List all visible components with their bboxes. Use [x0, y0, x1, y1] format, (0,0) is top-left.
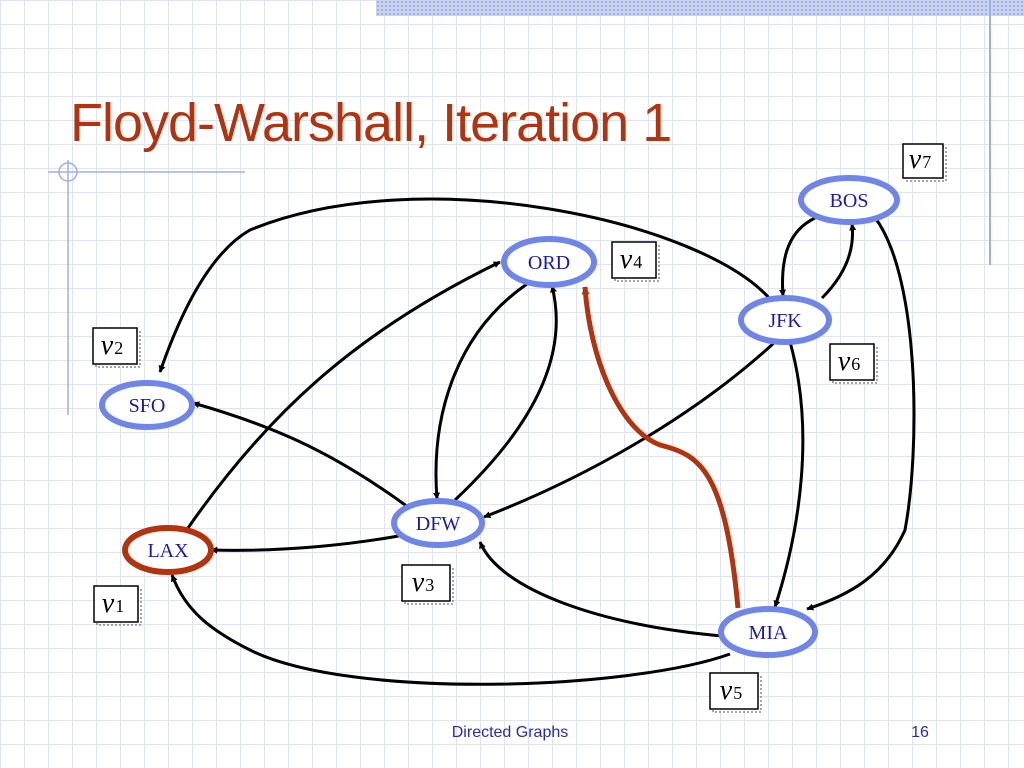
- vertex-label-jfk: v6: [829, 343, 878, 384]
- node-bos: BOS: [798, 175, 900, 225]
- node-lax-ellipse: [122, 525, 214, 575]
- edge-dfw-lax: [210, 533, 405, 554]
- node-dfw: DFW: [391, 498, 485, 548]
- node-bos-ellipse: [798, 175, 900, 225]
- node-sfo-label: SFO: [129, 395, 166, 417]
- node-ord: ORD: [501, 236, 597, 288]
- node-mia-ellipse: [718, 606, 818, 658]
- edge-bos-jfk: [779, 216, 816, 297]
- node-sfo: SFO: [99, 380, 195, 430]
- node-jfk: JFK: [738, 295, 832, 345]
- edge-ord-dfw: [433, 282, 528, 500]
- vertex-label-jfk-text: v6: [838, 346, 860, 377]
- vertex-label-mia: v5: [709, 672, 762, 713]
- edge-jfk-bos: [820, 223, 857, 300]
- node-jfk-label: JFK: [768, 310, 802, 332]
- vertex-label-lax-text: v1: [102, 588, 124, 619]
- node-dfw-ellipse: [391, 498, 485, 548]
- node-bos-label: BOS: [830, 190, 869, 212]
- edge-mia-ord: [581, 286, 741, 609]
- vertex-label-bos: v7: [902, 143, 947, 182]
- edge-bos-mia: [806, 218, 916, 611]
- edge-dfw-ord: [453, 285, 558, 502]
- page-number: 16: [911, 724, 929, 741]
- vertex-label-mia-text: v5: [720, 675, 742, 706]
- edge-lax-ord: [186, 260, 501, 529]
- top-decorative-band: [376, 0, 1024, 16]
- edge-mia-lax: [170, 574, 731, 686]
- edge-jfk-dfw: [483, 340, 777, 519]
- vertex-label-ord-text: v4: [620, 244, 642, 275]
- slide-title: Floyd-Warshall, Iteration 1: [70, 93, 672, 153]
- node-lax: LAX: [122, 525, 214, 575]
- node-ord-label: ORD: [528, 252, 570, 274]
- vertex-label-dfw: v3: [401, 564, 454, 605]
- node-dfw-label: DFW: [416, 513, 461, 535]
- node-ord-ellipse: [501, 236, 597, 288]
- vertex-label-sfo: v2: [92, 327, 141, 368]
- edge-jfk-mia: [773, 341, 805, 608]
- vertex-label-bos-text: v7: [909, 144, 931, 175]
- node-lax-label: LAX: [147, 540, 189, 562]
- vertex-label-lax: v1: [93, 585, 142, 626]
- node-sfo-ellipse: [99, 380, 195, 430]
- node-jfk-ellipse: [738, 295, 832, 345]
- edge-jfk-sfo: [158, 197, 772, 373]
- vertex-label-ord: v4: [611, 241, 660, 282]
- footer-title: Directed Graphs: [451, 724, 569, 741]
- vertex-label-dfw-text: v3: [412, 567, 434, 598]
- edge-mia-dfw: [478, 541, 723, 638]
- node-mia-label: MIA: [749, 622, 788, 644]
- edge-dfw-sfo: [192, 401, 409, 509]
- vertex-label-sfo-text: v2: [101, 330, 123, 361]
- node-mia: MIA: [718, 606, 818, 658]
